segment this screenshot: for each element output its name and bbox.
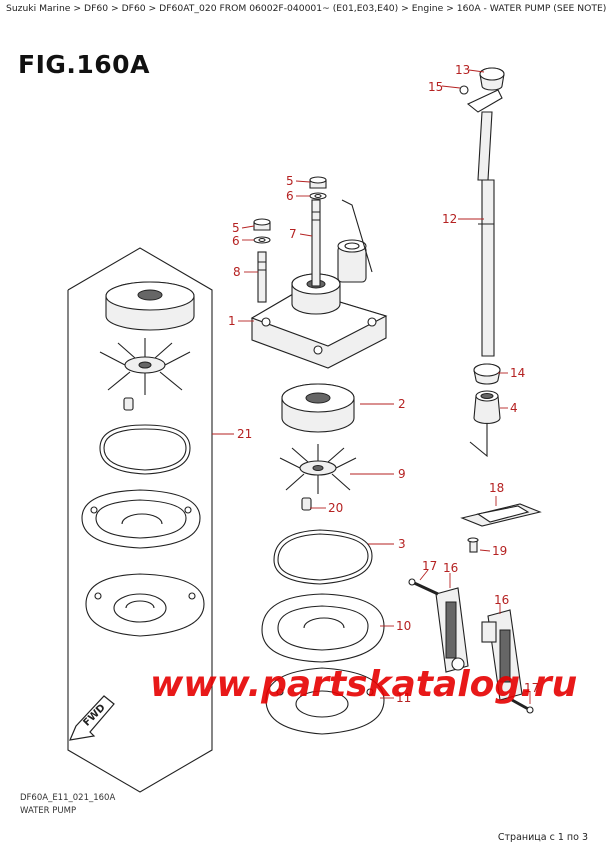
callout-16-right[interactable]: 16 <box>494 593 509 607</box>
nut-5-upper <box>309 176 327 189</box>
kit-impeller <box>99 338 191 395</box>
inlet-screen-16b <box>481 609 523 701</box>
bolt-7 <box>311 199 321 287</box>
callout-18[interactable]: 18 <box>489 481 504 495</box>
impeller-liner <box>281 383 355 433</box>
kit-key <box>123 397 134 411</box>
callout-8[interactable]: 8 <box>233 265 241 279</box>
callout-17-upper[interactable]: 17 <box>422 559 437 573</box>
callout-4[interactable]: 4 <box>510 401 518 415</box>
seal-14 <box>473 363 501 385</box>
fwd-arrow-icon: FWD <box>69 695 115 741</box>
gasket-10 <box>261 593 385 663</box>
kit-gasket <box>81 489 201 549</box>
water-tube-12 <box>477 111 495 357</box>
callout-13[interactable]: 13 <box>455 63 470 77</box>
bracket-15 <box>459 85 503 113</box>
callout-6-lower[interactable]: 6 <box>232 234 240 248</box>
key-20 <box>301 497 312 511</box>
watermark: www.partskatalog.ru <box>150 664 577 705</box>
callout-3[interactable]: 3 <box>398 537 406 551</box>
inlet-screen-16a <box>435 587 469 673</box>
o-ring-3 <box>273 529 373 585</box>
callout-10[interactable]: 10 <box>396 619 411 633</box>
callout-16-left[interactable]: 16 <box>443 561 458 575</box>
plate-11 <box>265 667 385 735</box>
washer-6-upper <box>309 192 327 200</box>
impeller <box>279 444 357 494</box>
tube-guide-4 <box>473 390 501 424</box>
figure-title: FIG.160A <box>18 50 150 79</box>
breadcrumb[interactable]: Suzuki Marine > DF60 > DF60 > DF60AT_020… <box>6 3 606 14</box>
callout-14[interactable]: 14 <box>510 366 525 380</box>
callout-5-upper[interactable]: 5 <box>286 174 294 188</box>
footer-code: DF60A_E11_021_160A <box>20 793 116 803</box>
kit-plate <box>85 573 205 637</box>
kit-o-ring <box>99 424 191 475</box>
screw-17b <box>511 698 534 714</box>
callout-9[interactable]: 9 <box>398 467 406 481</box>
kit-impeller-housing <box>105 281 195 331</box>
callout-2[interactable]: 2 <box>398 397 406 411</box>
leader-lines <box>212 69 531 704</box>
pump-case <box>250 199 388 369</box>
screw-17a <box>408 578 439 596</box>
callout-5-lower[interactable]: 5 <box>232 221 240 235</box>
washer-6-lower <box>253 236 271 244</box>
callout-19[interactable]: 19 <box>492 544 507 558</box>
callout-21[interactable]: 21 <box>237 427 252 441</box>
bolt-8 <box>257 251 267 303</box>
callout-labels: 5 6 7 5 6 8 1 2 9 20 3 10 11 21 12 13 15… <box>228 63 539 705</box>
callout-17-lower[interactable]: 17 <box>524 681 539 695</box>
callout-7[interactable]: 7 <box>289 227 297 241</box>
callout-11[interactable]: 11 <box>396 691 411 705</box>
callout-12[interactable]: 12 <box>442 212 457 226</box>
callout-20[interactable]: 20 <box>328 501 343 515</box>
grommet-13 <box>479 67 505 91</box>
nut-5-lower <box>253 218 271 231</box>
bolt-19 <box>467 537 479 553</box>
footer-name: WATER PUMP <box>20 806 77 816</box>
callout-1[interactable]: 1 <box>228 314 236 328</box>
repair-kit-box <box>67 247 213 793</box>
callout-6-upper[interactable]: 6 <box>286 189 294 203</box>
pagination: Страница с 1 по 3 <box>497 832 588 843</box>
cover-18 <box>460 503 542 527</box>
callout-15[interactable]: 15 <box>428 80 443 94</box>
